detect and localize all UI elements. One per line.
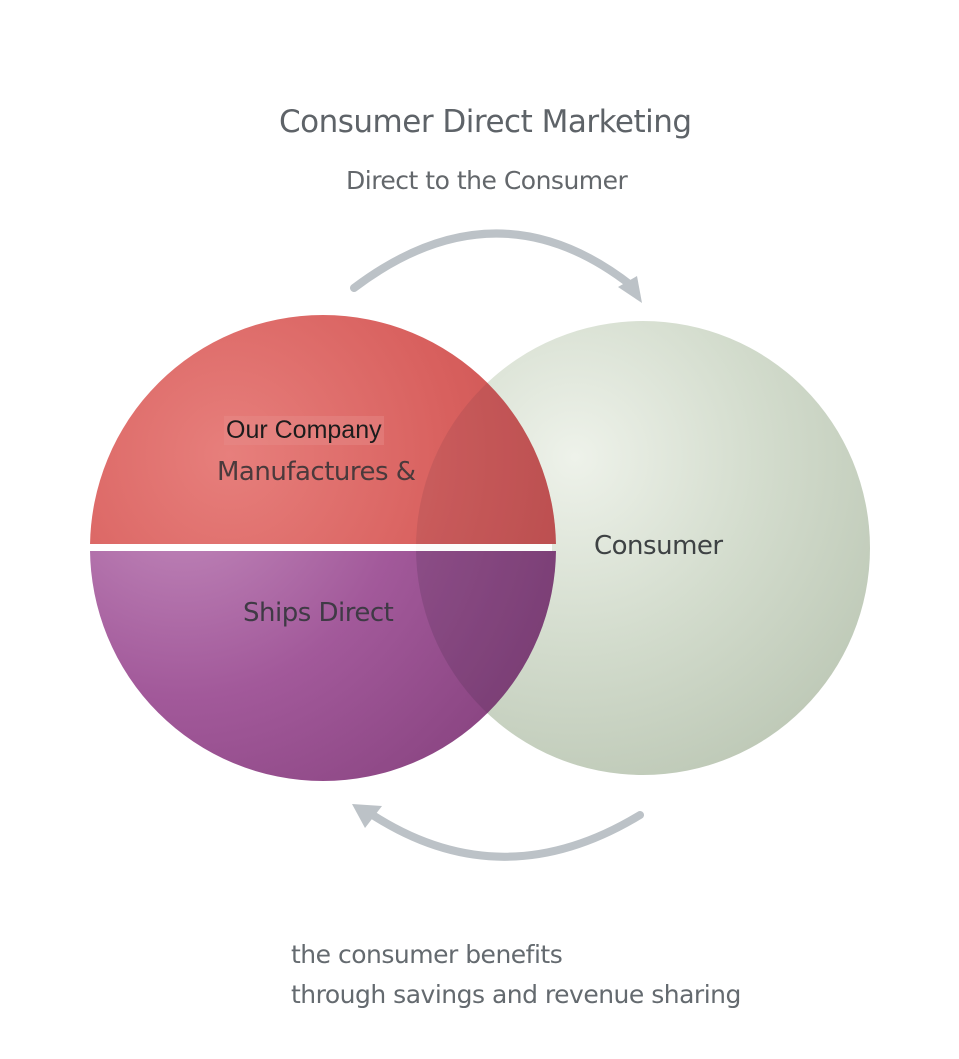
top-arrow-head <box>618 276 642 303</box>
ships-direct-label: Ships Direct <box>243 598 394 628</box>
bottom-cycle-arrow <box>364 808 644 861</box>
page-subtitle: Direct to the Consumer <box>346 166 628 195</box>
caption-line-2: through savings and revenue sharing <box>291 980 741 1009</box>
caption-line-1: the consumer benefits <box>291 940 563 969</box>
consumer-label: Consumer <box>594 531 723 561</box>
company-circle-bottom-half <box>90 551 556 781</box>
consumer-circle <box>416 321 870 775</box>
top-cycle-arrow <box>350 229 636 292</box>
page-title: Consumer Direct Marketing <box>279 104 692 140</box>
company-circle-divider <box>90 544 552 551</box>
manufactures-label: Manufactures & <box>217 457 416 487</box>
company-name-label: Our Company <box>224 416 384 445</box>
company-circle-top-half <box>90 315 556 544</box>
bottom-arrow-head <box>352 804 382 828</box>
